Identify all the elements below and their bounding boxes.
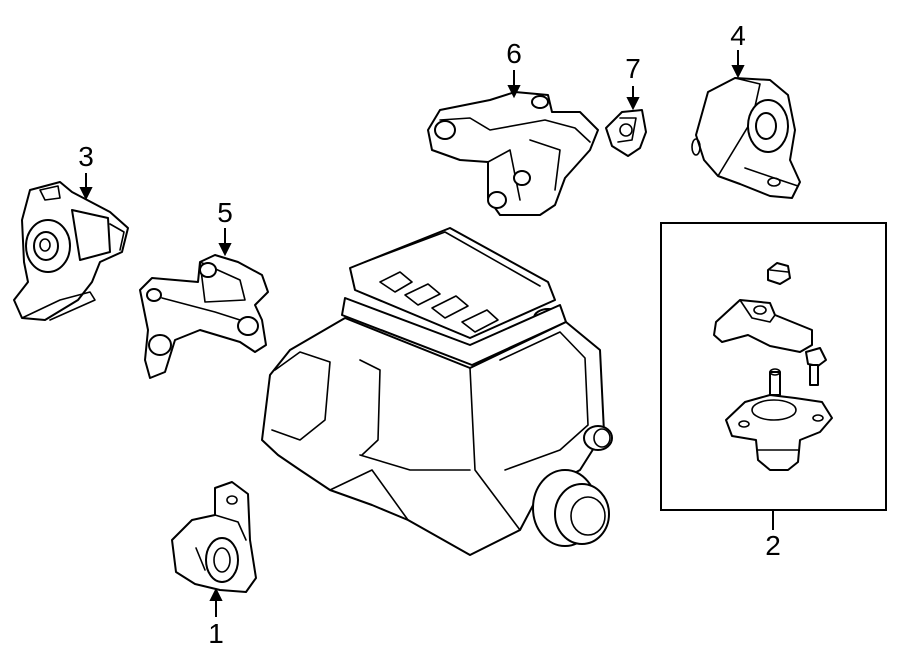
part-6-bracket [427, 91, 599, 216]
callout-2: 2 [765, 530, 781, 561]
callout-5: 5 [217, 197, 233, 228]
leader-lines [79, 50, 774, 617]
engine-block [261, 227, 613, 556]
callout-7: 7 [625, 53, 641, 84]
callout-3: 3 [78, 141, 94, 172]
part-7-bracket [605, 109, 647, 157]
part-2-box [660, 222, 887, 511]
part-4-mount [691, 77, 801, 199]
callout-4: 4 [730, 20, 746, 51]
part-3-mount [13, 181, 129, 321]
callout-1: 1 [208, 618, 224, 649]
part-1-mount [171, 481, 257, 593]
part-5-bracket [139, 254, 269, 379]
callout-6: 6 [506, 38, 522, 69]
